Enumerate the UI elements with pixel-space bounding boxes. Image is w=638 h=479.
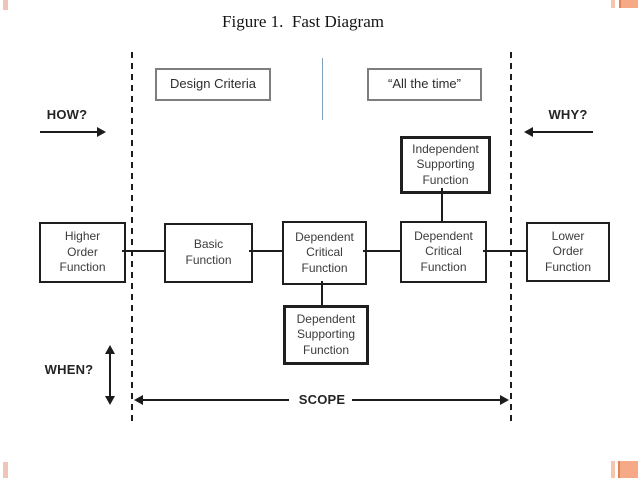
- slide-edge-accent-bottom-right-bar: [611, 461, 615, 478]
- box-higher-order-function: Higher Order Function: [39, 222, 126, 283]
- box-label: Independent Supporting Function: [412, 141, 479, 187]
- how-label: HOW?: [46, 107, 88, 122]
- box-label: Higher Order Function: [59, 229, 106, 275]
- box-dependent-critical-function-left: Dependent Critical Function: [282, 221, 367, 285]
- box-label: Lower Order Function: [544, 228, 592, 274]
- scope-arrow-right-head-icon: [500, 395, 509, 405]
- box-dependent-supporting-function: Dependent Supporting Function: [283, 305, 369, 365]
- box-design-criteria: Design Criteria: [155, 68, 271, 101]
- connector-basic-to-critical-left: [249, 250, 282, 252]
- how-arrow-head-icon: [97, 127, 106, 137]
- box-label: Basic Function: [185, 237, 232, 267]
- slide-edge-accent-top-right-bar: [611, 0, 615, 8]
- connector-independent-to-critical: [441, 188, 443, 222]
- box-basic-function: Basic Function: [164, 223, 253, 283]
- connector-critical-right-to-lower: [483, 250, 526, 252]
- scope-boundary-left-dashed-line: [131, 52, 133, 422]
- why-label: WHY?: [548, 107, 588, 122]
- why-arrow-line: [533, 131, 593, 133]
- box-label: “All the time”: [388, 76, 461, 92]
- scope-boundary-right-dashed-line: [510, 52, 512, 422]
- scope-label: SCOPE: [298, 392, 346, 407]
- box-label: Dependent Critical Function: [295, 229, 354, 275]
- center-divider-line: [322, 58, 323, 120]
- connector-critical-to-supporting: [321, 281, 323, 305]
- connector-higher-to-basic: [122, 250, 164, 252]
- scope-arrow-right-line: [352, 399, 502, 401]
- box-label: Design Criteria: [170, 76, 256, 92]
- slide-edge-accent-top-left: [3, 0, 8, 10]
- when-label: WHEN?: [44, 362, 94, 377]
- figure-title: Figure 1. Fast Diagram: [222, 12, 384, 31]
- slide-edge-accent-top-right-block: [619, 0, 638, 8]
- slide-edge-accent-bottom-left: [3, 462, 8, 478]
- box-all-the-time: “All the time”: [367, 68, 482, 101]
- connector-critical-left-to-critical-right: [363, 250, 400, 252]
- scope-arrow-left-head-icon: [134, 395, 143, 405]
- box-label: Dependent Critical Function: [414, 228, 473, 274]
- box-dependent-critical-function-right: Dependent Critical Function: [400, 221, 487, 283]
- why-arrow-head-icon: [524, 127, 533, 137]
- box-independent-supporting-function: Independent Supporting Function: [400, 136, 491, 194]
- when-arrow-down-head-icon: [105, 396, 115, 405]
- how-arrow-line: [40, 131, 98, 133]
- when-arrow-line: [109, 352, 111, 398]
- scope-arrow-left-line: [141, 399, 289, 401]
- slide-edge-accent-bottom-right-block: [618, 461, 638, 478]
- when-arrow-up-head-icon: [105, 345, 115, 354]
- box-label: Dependent Supporting Function: [296, 311, 356, 357]
- box-lower-order-function: Lower Order Function: [526, 222, 610, 282]
